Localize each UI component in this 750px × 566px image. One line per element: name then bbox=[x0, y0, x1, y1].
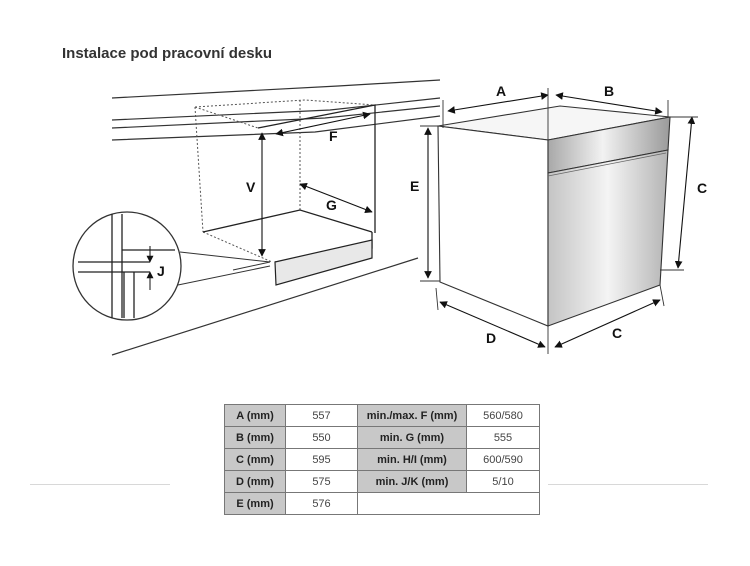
row-value: 5/10 bbox=[466, 470, 540, 493]
row-label: min. G (mm) bbox=[357, 426, 467, 449]
row-label: D (mm) bbox=[224, 470, 286, 493]
row-label: E (mm) bbox=[224, 492, 286, 515]
table-row: A (mm) 557 min./max. F (mm) 560/580 bbox=[224, 404, 540, 427]
row-label: min. J/K (mm) bbox=[357, 470, 467, 493]
worktop bbox=[111, 79, 441, 356]
detail-circle: J bbox=[72, 211, 271, 321]
empty-cell bbox=[357, 492, 540, 515]
table-row: D (mm) 575 min. J/K (mm) 5/10 bbox=[224, 470, 540, 493]
oven bbox=[437, 105, 671, 327]
oven-left-side bbox=[437, 125, 549, 327]
row-value: 575 bbox=[285, 470, 358, 493]
row-value: 600/590 bbox=[466, 448, 540, 471]
label-e: E bbox=[410, 178, 419, 194]
installation-diagram: F G V J bbox=[72, 79, 707, 356]
table-row: C (mm) 595 min. H/I (mm) 600/590 bbox=[224, 448, 540, 471]
table-row: B (mm) 550 min. G (mm) 555 bbox=[224, 426, 540, 449]
label-g: G bbox=[326, 197, 337, 213]
row-label: min. H/I (mm) bbox=[357, 448, 467, 471]
row-value: 557 bbox=[285, 404, 358, 427]
divider-left bbox=[30, 484, 170, 485]
row-value: 560/580 bbox=[466, 404, 540, 427]
row-label: B (mm) bbox=[224, 426, 286, 449]
dim-c-bottom-line bbox=[554, 299, 661, 348]
label-c-right: C bbox=[697, 180, 707, 196]
cabinet-plinth bbox=[274, 239, 373, 286]
row-value: 550 bbox=[285, 426, 358, 449]
label-b: B bbox=[604, 83, 614, 99]
row-label: C (mm) bbox=[224, 448, 286, 471]
label-a: A bbox=[496, 83, 506, 99]
label-v: V bbox=[246, 179, 256, 195]
dim-c-right-line bbox=[674, 116, 696, 269]
label-f: F bbox=[329, 128, 338, 144]
page-title: Instalace pod pracovní desku bbox=[62, 45, 273, 62]
divider-right bbox=[548, 484, 708, 485]
row-label: A (mm) bbox=[224, 404, 286, 427]
dim-a-line bbox=[447, 92, 549, 114]
dim-d-line bbox=[439, 301, 546, 348]
table-row: E (mm) 576 bbox=[224, 492, 540, 515]
row-value: 595 bbox=[285, 448, 358, 471]
row-value: 576 bbox=[285, 492, 358, 515]
dimensions-table: A (mm) 557 min./max. F (mm) 560/580 B (m… bbox=[224, 404, 540, 515]
cabinet-dotted-outline bbox=[194, 99, 376, 263]
label-d: D bbox=[486, 330, 496, 346]
oven-front bbox=[547, 149, 669, 327]
label-j: J bbox=[157, 263, 165, 279]
row-value: 555 bbox=[466, 426, 540, 449]
dim-f-line bbox=[275, 111, 371, 137]
dim-g-line bbox=[299, 182, 373, 214]
label-c-bottom: C bbox=[612, 325, 622, 341]
dim-b-line bbox=[555, 92, 663, 115]
row-label: min./max. F (mm) bbox=[357, 404, 467, 427]
cabinet-niche bbox=[202, 104, 376, 263]
